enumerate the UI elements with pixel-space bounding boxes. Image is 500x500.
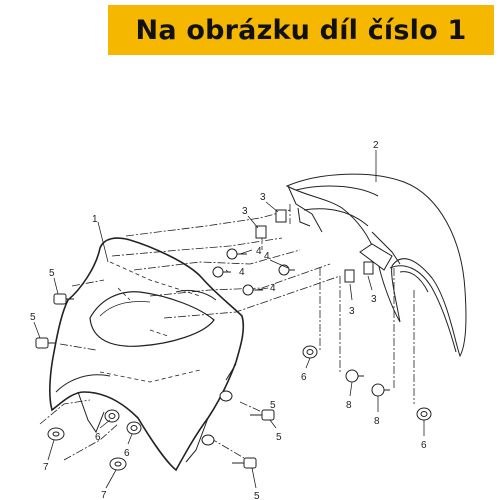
callout-5-a: 5 [49,268,55,279]
callout-7-b: 7 [101,490,107,500]
banner-title: Na obrázku díl číslo 1 [135,14,467,46]
callout-6-d: 6 [421,440,427,451]
callout-2: 2 [373,140,379,151]
callout-5-b: 5 [30,312,36,323]
clip-nut-3 [255,209,374,283]
front-cowl-part-1 [49,237,245,472]
callout-5-d: 5 [254,491,260,500]
callout-labels: 1 2 3 3 3 3 4 4 4 4 5 5 5 5 5 6 6 6 6 7 … [30,140,427,500]
callout-1: 1 [92,214,98,225]
callout-5-e: 5 [270,400,276,411]
title-banner: Na obrázku díl číslo 1 [108,5,494,55]
callout-8-b: 8 [374,416,380,427]
assembly-guide-lines [39,204,415,461]
callout-7-a: 7 [43,462,49,473]
callout-6-c: 6 [124,448,130,459]
callout-5-c: 5 [276,432,282,443]
callout-3-c: 3 [349,306,355,317]
callout-leaders [33,150,425,489]
cowl-hidden-lines [99,261,201,383]
callout-6-b: 6 [95,432,101,443]
callout-4-b: 4 [239,267,245,278]
grommet-7 [47,427,127,471]
collar-6 [104,345,432,446]
callout-4-c: 4 [264,251,270,262]
front-fender-part-2 [285,173,467,358]
callout-3-d: 3 [371,294,377,305]
bolt-5 [35,293,275,469]
bolt-8 [345,369,390,397]
callout-3-b: 3 [260,192,266,203]
callout-6-a: 6 [301,372,307,383]
callout-4-d: 4 [270,283,276,294]
callout-3-a: 3 [242,206,248,217]
callout-4-a: 4 [256,246,262,257]
callout-8-a: 8 [346,400,352,411]
